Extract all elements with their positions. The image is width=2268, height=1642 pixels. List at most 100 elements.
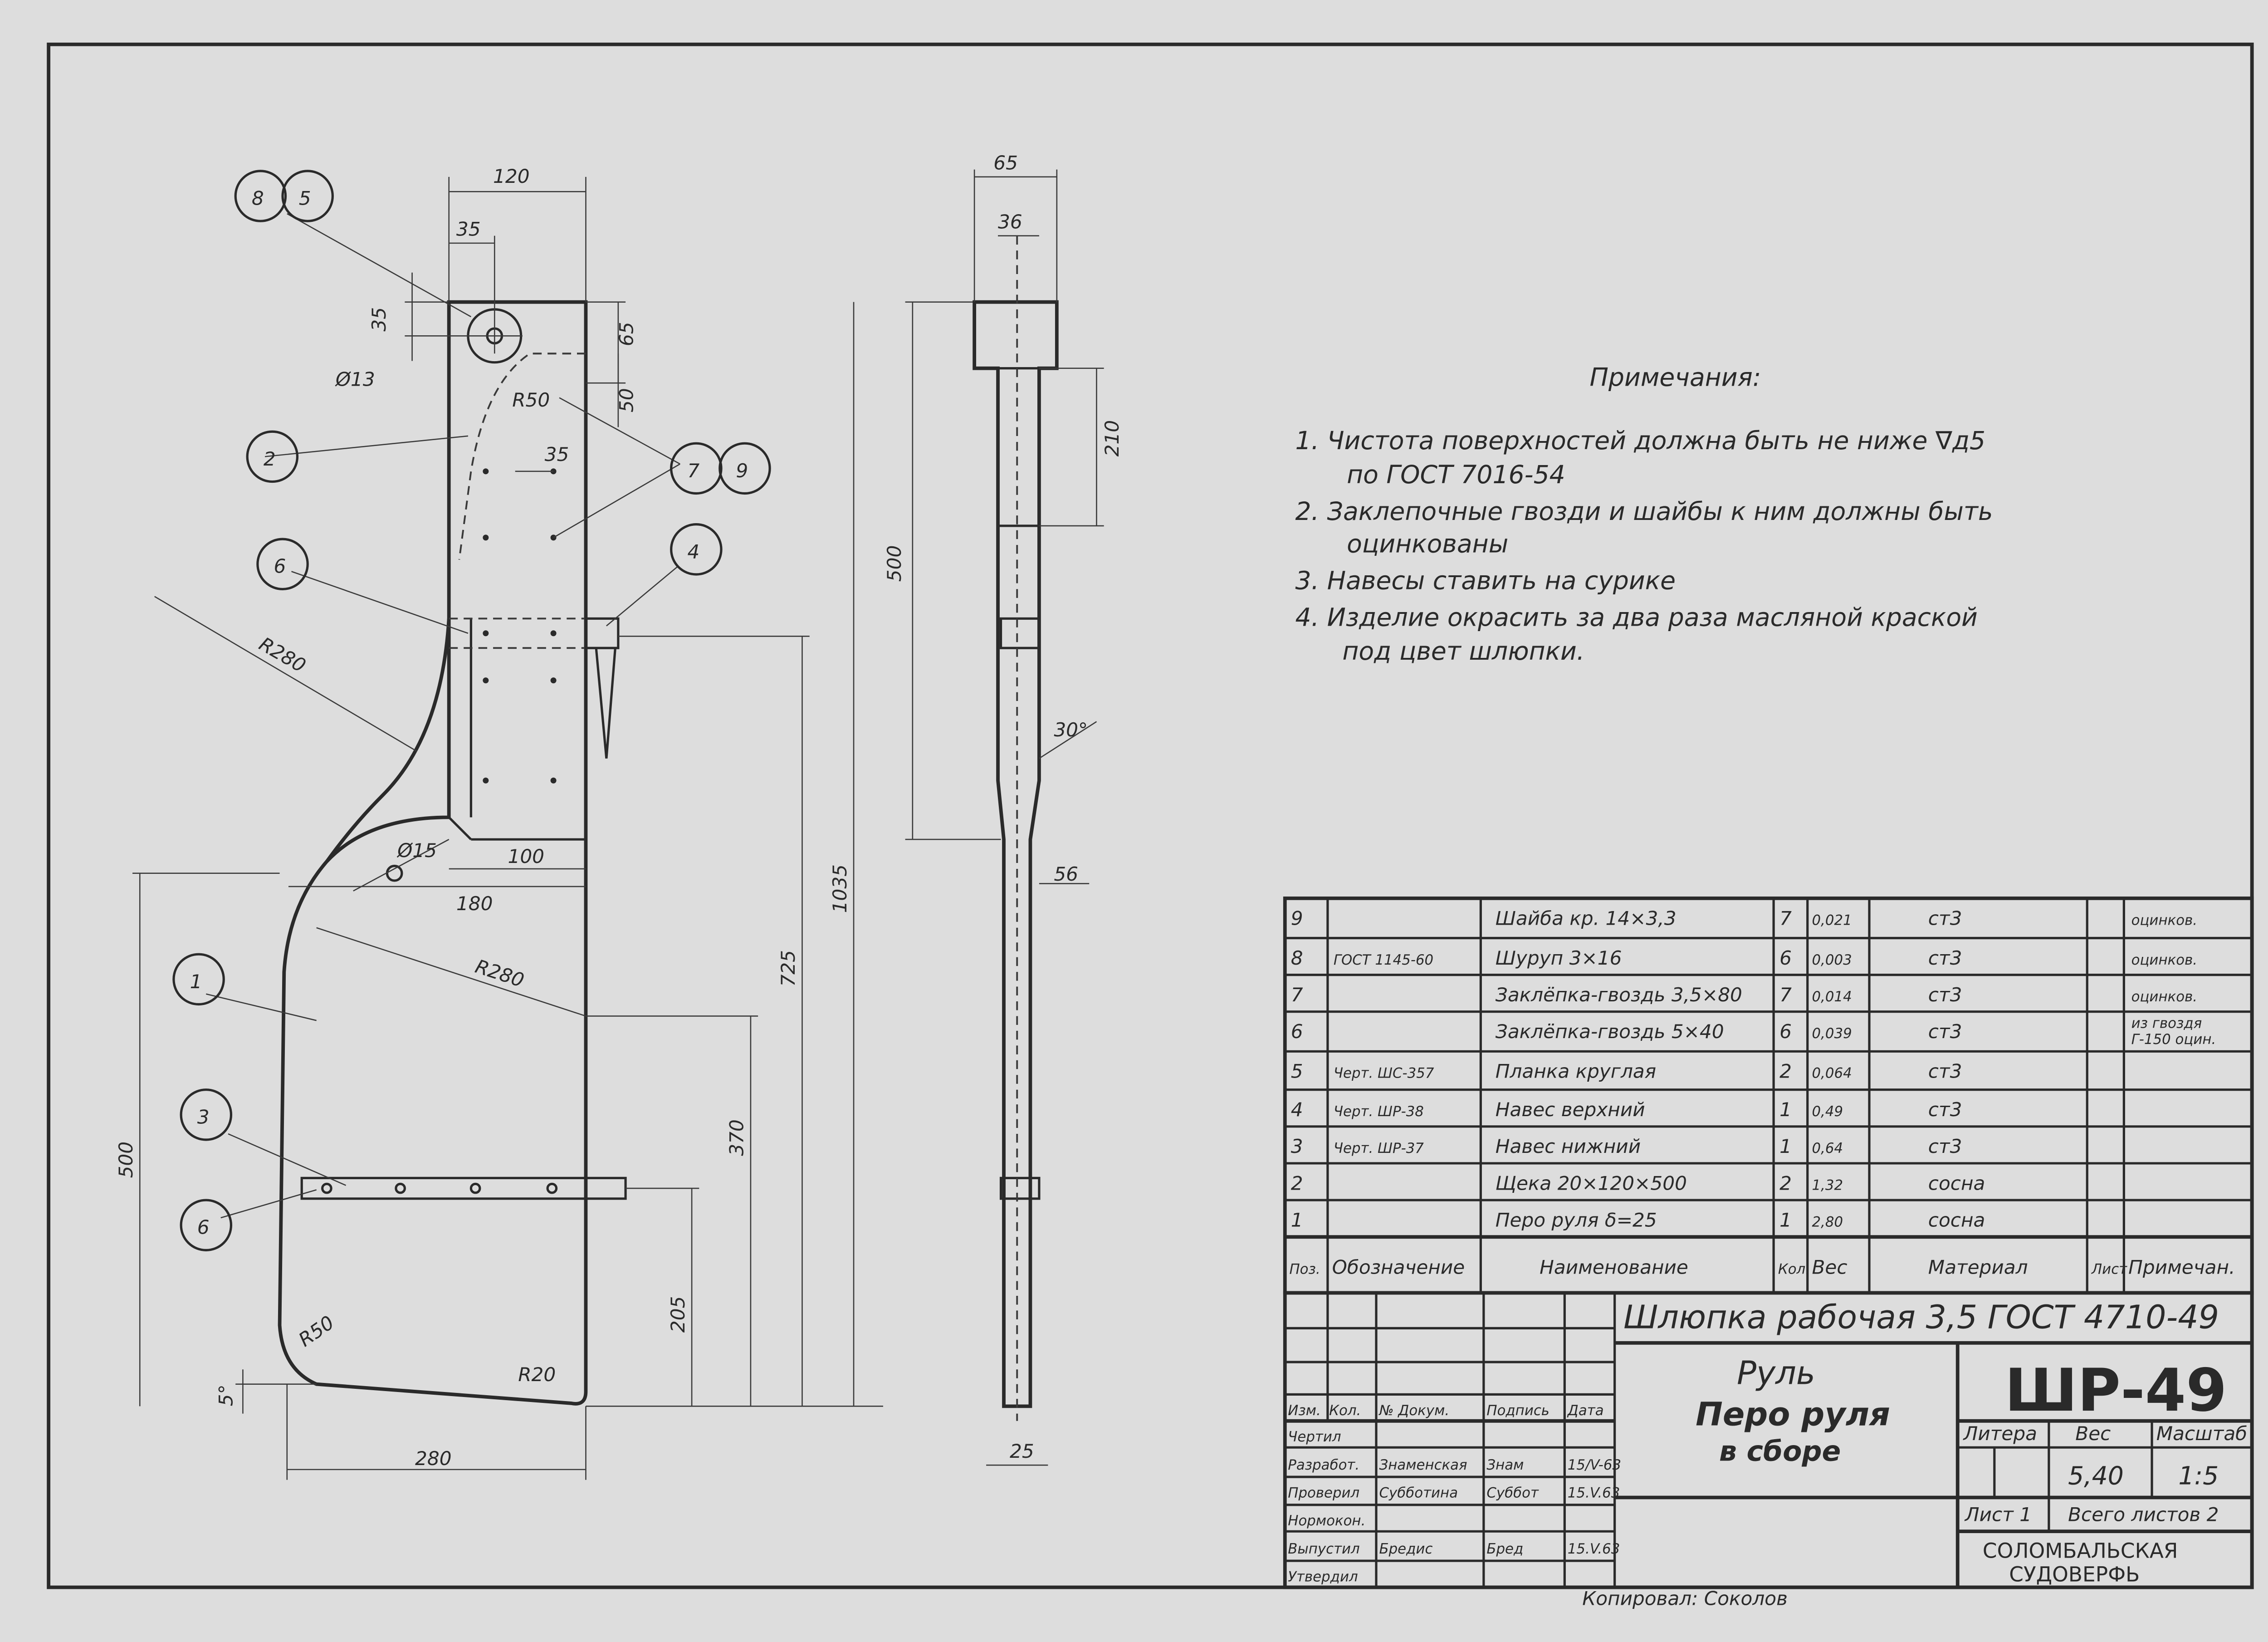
scale-label: Масштаб — [2156, 1422, 2247, 1445]
dim-65: 65 — [615, 322, 637, 346]
dim-25: 25 — [1010, 1440, 1034, 1462]
table-header: Наименование — [1540, 1256, 1688, 1278]
svg-text:2: 2 — [264, 448, 276, 470]
table-cell: Навес нижний — [1496, 1135, 1641, 1157]
note-1-cont: по ГОСТ 7016-54 — [1347, 461, 1565, 490]
dim-50: 50 — [615, 388, 637, 412]
dim-56: 56 — [1054, 863, 1078, 885]
weight-label: Вес — [2075, 1422, 2111, 1445]
notes-title: Примечания: — [1589, 363, 1761, 392]
dim-500-side: 500 — [883, 545, 905, 582]
sign-name: Знаменская — [1379, 1457, 1467, 1473]
dim-d15: Ø15 — [396, 839, 437, 862]
sign-header: Изм. — [1288, 1402, 1320, 1419]
table-cell: ст3 — [1928, 1020, 1962, 1043]
table-cell: оцинков. — [2131, 952, 2197, 968]
scale-value: 1:5 — [2178, 1461, 2219, 1490]
sign-signature: Знам — [1486, 1457, 1524, 1473]
table-cell: 2,80 — [1812, 1214, 1843, 1230]
dim-205: 205 — [667, 1296, 689, 1333]
svg-text:1: 1 — [190, 970, 202, 993]
company-2: СУДОВЕРФЬ — [2009, 1562, 2140, 1586]
balloon-1: 1 — [172, 953, 225, 1006]
table-cell: 3 — [1291, 1135, 1303, 1157]
signature-row: Чертил — [1288, 1429, 1341, 1445]
table-cell: Г-150 оцин. — [2131, 1031, 2216, 1048]
dim-r20: R20 — [518, 1363, 556, 1386]
table-cell: 1 — [1779, 1209, 1792, 1231]
table-cell: Заклёпка-гвоздь 3,5×80 — [1496, 984, 1742, 1006]
rivet-holes — [483, 468, 557, 784]
drawing-name-2: Перо руля — [1696, 1396, 1890, 1433]
table-header: Лист — [2091, 1261, 2127, 1277]
dim-d13: Ø13 — [335, 368, 375, 391]
table-cell: 0,014 — [1812, 989, 1852, 1005]
note-4-cont: под цвет шлюпки. — [1342, 637, 1584, 666]
balloon-4: 4 — [670, 523, 723, 576]
dim-500: 500 — [115, 1142, 137, 1178]
litera-label: Литера — [1963, 1422, 2037, 1445]
table-cell: 4 — [1291, 1098, 1303, 1121]
dim-35: 35 — [456, 218, 481, 240]
balloon-3: 3 — [180, 1088, 233, 1141]
upper-hinge — [584, 617, 620, 649]
note-4: 4. Изделие окрасить за два раза масляной… — [1295, 603, 1978, 632]
dim-370: 370 — [726, 1119, 748, 1156]
table-header: Поз. — [1290, 1261, 1320, 1277]
table-cell: ст3 — [1928, 1135, 1962, 1157]
table-cell: ст3 — [1928, 1098, 1962, 1121]
table-cell: 5 — [1291, 1060, 1303, 1083]
dim-65-side: 65 — [993, 152, 1018, 174]
table-cell: ст3 — [1928, 907, 1962, 929]
table-cell: ст3 — [1928, 1060, 1962, 1083]
sheet-number: Лист 1 — [1964, 1503, 2032, 1525]
drawing-code: ШР-49 — [2005, 1356, 2227, 1425]
table-header: Кол. — [1778, 1261, 1810, 1277]
drawing-name-1: Руль — [1737, 1354, 1815, 1392]
table-cell: 0,64 — [1812, 1140, 1843, 1157]
table-cell: Планка круглая — [1496, 1060, 1656, 1083]
table-cell: оцинков. — [2131, 912, 2197, 928]
note-3: 3. Навесы ставить на сурике — [1295, 566, 1676, 595]
dim-725: 725 — [777, 950, 799, 987]
note-2: 2. Заклепочные гвозди и шайбы к ним долж… — [1295, 497, 1993, 526]
table-cell: 2 — [1779, 1172, 1792, 1194]
sign-header: Подпись — [1486, 1402, 1549, 1419]
title-block: Шлюпка рабочая 3,5 ГОСТ 4710-49 Руль Пер… — [1283, 1291, 2254, 1609]
dim-36: 36 — [998, 211, 1022, 233]
table-cell: 6 — [1779, 947, 1792, 969]
rudder-outline — [278, 300, 588, 1406]
table-cell: Черт. ШР-37 — [1334, 1140, 1424, 1157]
note-2-cont: оцинкованы — [1347, 529, 1508, 559]
signature-row: Нормокон. — [1288, 1513, 1365, 1529]
sign-signature: Бред — [1486, 1541, 1523, 1557]
table-cell: сосна — [1928, 1209, 1985, 1231]
dim-1035: 1035 — [829, 864, 851, 913]
table-header: Примечан. — [2128, 1256, 2235, 1278]
table-cell: 0,039 — [1812, 1025, 1852, 1042]
table-cell: 7 — [1779, 907, 1792, 929]
table-cell: 2 — [1291, 1172, 1303, 1194]
table-cell: 0,064 — [1812, 1065, 1852, 1082]
dim-280: 280 — [415, 1447, 452, 1470]
sign-signature: Суббот — [1486, 1485, 1539, 1501]
dim-35-v: 35 — [368, 307, 390, 332]
svg-text:9: 9 — [736, 460, 748, 482]
dim-r50-top: R50 — [512, 389, 550, 411]
table-cell: 6 — [1779, 1020, 1792, 1043]
table-cell: Перо руля δ=25 — [1496, 1209, 1657, 1231]
table-cell: ст3 — [1928, 947, 1962, 969]
table-cell: сосна — [1928, 1172, 1985, 1194]
dim-120: 120 — [493, 165, 530, 187]
table-cell: Заклёпка-гвоздь 5×40 — [1496, 1020, 1724, 1043]
table-cell: Навес верхний — [1496, 1098, 1645, 1121]
dim-180: 180 — [456, 892, 493, 915]
table-header: Обозначение — [1332, 1256, 1465, 1278]
